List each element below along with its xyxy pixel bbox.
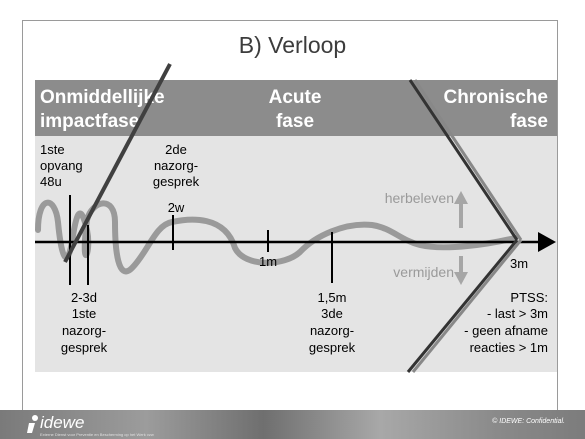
herbeleven-arrowhead [454,191,468,204]
footer-confidential: © IDEWE: Confidential. [492,418,565,425]
footer-bar: idewe Externe Dienst voor Preventie en B… [0,410,585,439]
first-care-line2: opvang [40,158,83,173]
phase-chronic-line2: fase [510,111,548,132]
one-month-label: 1m [259,254,277,269]
third-talk-line4: gesprek [309,340,356,355]
chronic-boundary-lower-dark [406,239,519,373]
first-talk-line4: gesprek [61,340,108,355]
vermijden-label: vermijden [393,264,454,280]
first-care-line3: 48u [40,174,62,189]
third-talk-line2: 3de [321,306,343,321]
ptss-line3: - geen afname [464,323,548,338]
ptss-line2: - last > 3m [487,306,548,321]
three-month-label: 3m [510,256,528,271]
second-talk-line4: 2w [168,200,185,215]
immediate-boundary-line [63,63,172,263]
phase-chronic-line1: Chronische [443,87,548,108]
footer-tagline: Externe Dienst voor Preventie en Bescher… [40,432,154,437]
second-talk-line3: gesprek [153,174,200,189]
ptss-line1: PTSS: [510,290,548,305]
herbeleven-label: herbeleven [385,190,454,206]
chronic-boundary-upper-dark [408,79,519,241]
idewe-logo-icon [27,415,38,433]
first-care-line1: 1ste [40,142,65,157]
third-talk-line1: 1,5m [318,290,347,305]
phase-immediate-line2: impactfase [40,111,139,132]
second-talk-line2: nazorg- [154,158,198,173]
second-talk-line1: 2de [165,142,187,157]
third-talk-line3: nazorg- [310,323,354,338]
vermijden-arrowhead [454,272,468,285]
phase-acute-line2: fase [276,111,314,132]
first-talk-line1: 2-3d [71,290,97,305]
time-axis-arrowhead [538,232,556,252]
footer-logo-text: idewe [40,413,85,432]
first-talk-line2: 1ste [72,306,97,321]
chronic-boundary-lower-light [411,239,523,373]
chronic-boundary-upper-light [413,79,523,241]
phase-immediate-line1: Onmiddellijke [40,87,165,108]
slide-title: B) Verloop [238,32,347,58]
phase-header-band [35,80,557,136]
phase-acute-line1: Acute [269,87,322,108]
ptss-line4: reacties > 1m [470,340,548,355]
first-talk-line3: nazorg- [62,323,106,338]
